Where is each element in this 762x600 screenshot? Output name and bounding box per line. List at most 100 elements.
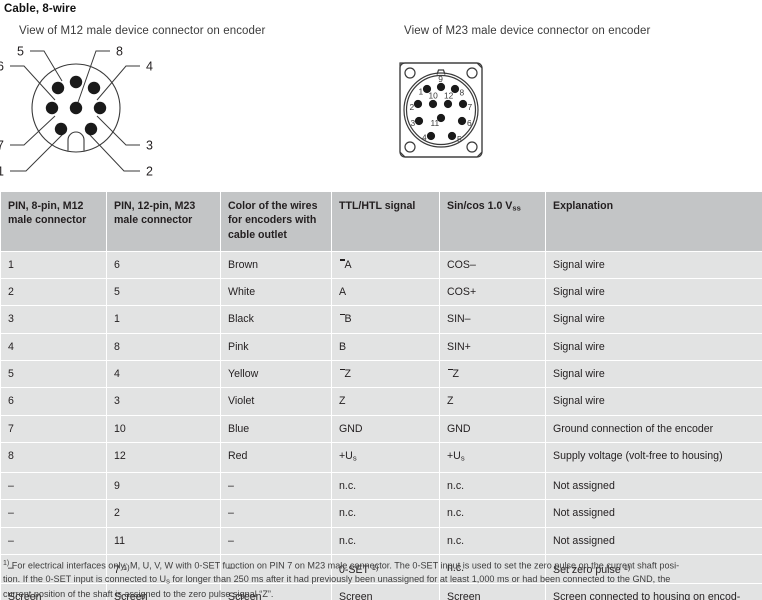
cell-ttl-htl-signal: B bbox=[332, 306, 439, 333]
cell-wire-color: – bbox=[221, 554, 331, 584]
cell-wire-color: Yellow bbox=[221, 361, 331, 388]
cell-m23-pin: 2 bbox=[107, 500, 220, 527]
cell-m12-pin: – bbox=[1, 527, 106, 554]
column-header-m23-pin: PIN, 12-pin, M23 male connector bbox=[107, 192, 220, 251]
cell-explanation: Signal wire bbox=[546, 306, 762, 333]
cell-explanation: Signal wire bbox=[546, 361, 762, 388]
cell-wire-color: Screen bbox=[221, 584, 331, 600]
cell-m12-pin: 6 bbox=[1, 388, 106, 415]
cell-ttl-htl-signal: 0-SET 1) bbox=[332, 554, 439, 584]
cell-wire-color: Pink bbox=[221, 333, 331, 361]
cell-sincos-signal: GND bbox=[440, 415, 545, 442]
column-header-explanation: Explanation bbox=[546, 192, 762, 251]
table-row: –2–n.c.n.c.Not assigned bbox=[1, 500, 762, 527]
cell-m12-pin: – bbox=[1, 500, 106, 527]
cell-sincos-signal: COS+ bbox=[440, 279, 545, 306]
cell-sincos-signal: n.c. bbox=[440, 500, 545, 527]
cell-m23-pin: 1 bbox=[107, 306, 220, 333]
cell-wire-color: White bbox=[221, 279, 331, 306]
cell-m12-pin: 4 bbox=[1, 333, 106, 361]
cell-m23-pin: 9 bbox=[107, 472, 220, 500]
cell-m23-pin: 3 bbox=[107, 388, 220, 415]
m12-label-3: 3 bbox=[146, 139, 153, 153]
cell-ttl-htl-signal: n.c. bbox=[332, 472, 439, 500]
m12-label-5: 5 bbox=[17, 45, 24, 59]
footnote-line-2: tion. If the 0-SET input is connected to… bbox=[3, 574, 671, 586]
cell-m23-pin: Screen bbox=[107, 584, 220, 600]
cell-ttl-htl-signal: B bbox=[332, 333, 439, 361]
cell-m12-pin: 2 bbox=[1, 279, 106, 306]
cell-ttl-htl-signal: n.c. bbox=[332, 527, 439, 554]
cell-wire-color: Brown bbox=[221, 251, 331, 279]
cell-explanation: Not assigned bbox=[546, 472, 762, 500]
m23-pin-label-10: 10 bbox=[429, 91, 439, 101]
cell-m12-pin: 8 bbox=[1, 442, 106, 472]
m12-label-6: 6 bbox=[0, 60, 4, 74]
m23-pin-label-11: 11 bbox=[431, 118, 440, 128]
cell-m23-pin: 4 bbox=[107, 361, 220, 388]
cell-m12-pin: 7 bbox=[1, 415, 106, 442]
cell-m23-pin: 12 bbox=[107, 442, 220, 472]
table-row: –11–n.c.n.c.Not assigned bbox=[1, 527, 762, 554]
m23-pin-label-2: 2 bbox=[410, 102, 415, 112]
cell-m23-pin: 8 bbox=[107, 333, 220, 361]
cell-wire-color: – bbox=[221, 500, 331, 527]
m23-pin-label-5: 5 bbox=[457, 134, 462, 144]
column-header-wire-color: Color of the wires for encoders with cab… bbox=[221, 192, 331, 251]
m23-diagram-caption: View of M23 male device connector on enc… bbox=[404, 25, 651, 37]
m23-pin-label-8: 8 bbox=[460, 88, 465, 98]
cell-wire-color: Red bbox=[221, 442, 331, 472]
cell-ttl-htl-signal: Screen bbox=[332, 584, 439, 600]
cell-m23-pin: 6 bbox=[107, 251, 220, 279]
cell-sincos-signal: n.c. bbox=[440, 554, 545, 584]
cell-sincos-signal: n.c. bbox=[440, 472, 545, 500]
cell-explanation: Screen connected to housing on encod-er … bbox=[546, 584, 762, 600]
cell-ttl-htl-signal: Z bbox=[332, 388, 439, 415]
footnote-line-1: 1) For electrical interfaces only: M, U,… bbox=[3, 560, 680, 571]
cell-sincos-signal: Screen bbox=[440, 584, 545, 600]
cell-ttl-htl-signal: +Us bbox=[332, 442, 439, 472]
m23-pin-label-12: 12 bbox=[444, 91, 454, 101]
cell-explanation: Supply voltage (volt-free to housing) bbox=[546, 442, 762, 472]
cell-m23-pin: 7 1) bbox=[107, 554, 220, 584]
cell-m23-pin: 5 bbox=[107, 279, 220, 306]
cell-sincos-signal: SIN+ bbox=[440, 333, 545, 361]
cell-explanation: Signal wire bbox=[546, 333, 762, 361]
pinout-table: PIN, 8-pin, M12 male connector PIN, 12-p… bbox=[0, 191, 762, 600]
cell-ttl-htl-signal: n.c. bbox=[332, 500, 439, 527]
cell-explanation: Signal wire bbox=[546, 251, 762, 279]
cell-sincos-signal: SIN– bbox=[440, 306, 545, 333]
cell-m12-pin: – bbox=[1, 554, 106, 584]
cell-m12-pin: 1 bbox=[1, 251, 106, 279]
m23-pin-label-9: 9 bbox=[438, 74, 443, 84]
cell-explanation: Ground connection of the encoder bbox=[546, 415, 762, 442]
m23-pin-label-4: 4 bbox=[422, 133, 427, 143]
cell-wire-color: Violet bbox=[221, 388, 331, 415]
cell-sincos-signal: +Us bbox=[440, 442, 545, 472]
cell-sincos-signal: Z bbox=[440, 361, 545, 388]
m12-connector-diagram: 5 8 6 4 7 3 1 2 bbox=[0, 38, 330, 179]
cell-explanation: Set zero pulse 1) bbox=[546, 554, 762, 584]
pinout-table-container: PIN, 8-pin, M12 male connector PIN, 12-p… bbox=[0, 191, 762, 600]
footnote-marker: 1) bbox=[3, 560, 10, 567]
m23-pin-label-6: 6 bbox=[467, 118, 472, 128]
table-row: –7 1)–0-SET 1)n.c.Set zero pulse 1) bbox=[1, 554, 762, 584]
column-header-sincos-signal: Sin/cos 1.0 Vss bbox=[440, 192, 545, 251]
cell-m23-pin: 11 bbox=[107, 527, 220, 554]
table-row: –9–n.c.n.c.Not assigned bbox=[1, 472, 762, 500]
cell-m12-pin: 3 bbox=[1, 306, 106, 333]
column-header-ttl-htl-signal: TTL/HTL signal bbox=[332, 192, 439, 251]
m23-pin-label-7: 7 bbox=[468, 102, 473, 112]
cell-explanation: Not assigned bbox=[546, 500, 762, 527]
m12-label-2: 2 bbox=[146, 165, 153, 179]
cell-ttl-htl-signal: Z bbox=[332, 361, 439, 388]
m23-pin-label-3: 3 bbox=[411, 118, 416, 128]
